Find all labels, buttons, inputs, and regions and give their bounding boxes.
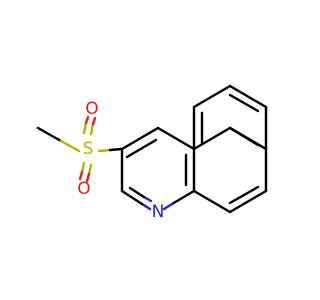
pyridine-ring [120,126,196,211]
atom-label-oxygen-upper: O [85,99,98,119]
benzene-ring-top [192,84,268,151]
atom-label-oxygen-lower: O [77,179,90,199]
bond-sulfur-oxygen-lower [78,161,93,183]
atom-label-nitrogen: N [152,202,165,222]
bond-sulfur-oxygen-upper [82,115,97,136]
molecule-structure-canvas: S O O N [36,84,268,222]
atom-label-sulfur: S [83,139,94,159]
bond-sulfur-ring-carbon [97,147,124,153]
bond-methyl-sulfur [36,126,81,153]
middle-ring [192,126,268,214]
